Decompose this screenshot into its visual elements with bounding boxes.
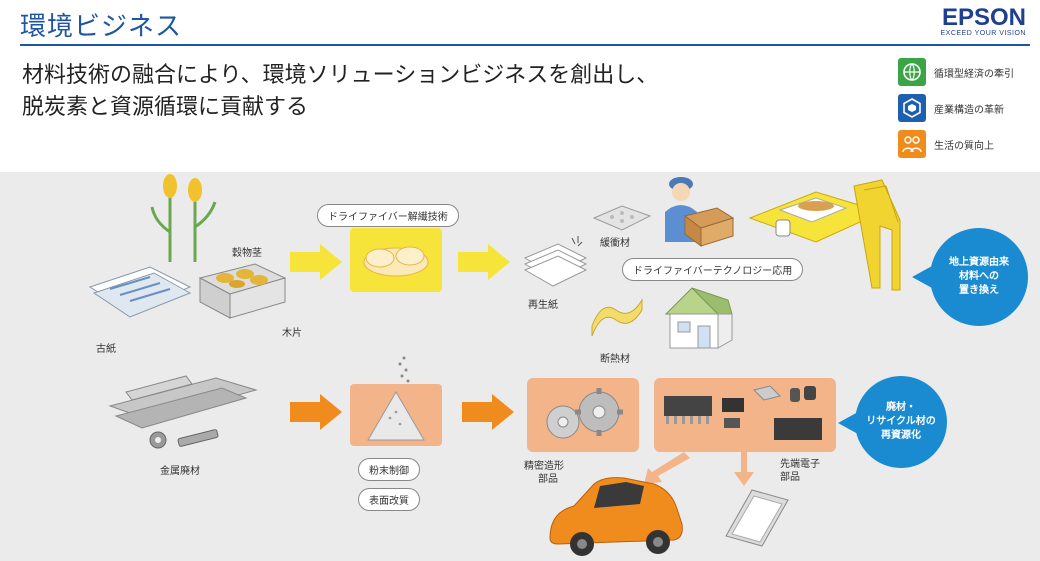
paper-stack-icon <box>88 266 192 318</box>
sdg-badges: 循環型経済の牽引 産業構造の革新 生活の質向上 <box>898 58 1014 166</box>
circle-resource-replacement: 地上資源由来 材料への 置き換え <box>930 228 1028 326</box>
label-cushion-material: 緩衝材 <box>600 238 630 249</box>
circle-text: 廃材・ <box>886 402 916 413</box>
label-text: 部品 <box>538 474 558 485</box>
label-metal-scrap: 金属廃材 <box>160 466 200 477</box>
headline: 材料技術の融合により、環境ソリューションビジネスを創出し、 脱炭素と資源循環に貢… <box>22 60 658 124</box>
hexagon-icon <box>898 94 926 122</box>
label-precision-parts: 精密造形 部品 <box>524 460 564 486</box>
house-icon <box>664 287 733 349</box>
label-insulation-material: 断熱材 <box>600 354 630 365</box>
logo-tagline: EXCEED YOUR VISION <box>940 30 1026 37</box>
arrow-right-icon <box>290 394 342 430</box>
badge-label: 循環型経済の牽引 <box>934 68 1014 80</box>
powder-process-box <box>350 384 442 446</box>
dry-fiber-box <box>350 228 442 292</box>
electronic-parts-box <box>654 378 836 452</box>
arrow-right-icon <box>462 394 514 430</box>
epson-logo: EPSON EXCEED YOUR VISION <box>940 4 1026 38</box>
arrow-right-icon <box>290 244 342 280</box>
chip-icon <box>664 385 822 440</box>
powder-cone-icon <box>367 391 425 441</box>
label-waste-paper: 古紙 <box>96 344 116 355</box>
precision-parts-box <box>527 378 639 452</box>
furniture-tray-icon <box>748 179 901 291</box>
circle-text: 地上資源由来 <box>949 257 1009 268</box>
badge-industry-innovation: 産業構造の革新 <box>898 94 1014 122</box>
tablet-icon <box>725 489 789 547</box>
label-grain-stalks: 穀物茎 <box>232 248 262 259</box>
cushion-material-icon <box>592 205 652 231</box>
worker-packing-icon <box>665 177 735 247</box>
arrow-right-icon <box>458 244 510 280</box>
wood-chip-box-icon <box>198 263 287 319</box>
powder-particles-icon <box>398 356 410 383</box>
label-text: 先端電子 <box>780 459 820 470</box>
people-icon <box>898 130 926 158</box>
label-wood-chips: 木片 <box>282 328 302 339</box>
grain-stalk-icon <box>150 174 217 262</box>
page-title: 環境ビジネス <box>20 12 183 42</box>
badge-circular-economy: 循環型経済の牽引 <box>898 58 1014 86</box>
pointer-triangle-icon <box>838 412 858 434</box>
circle-text: リサイクル材の <box>866 416 936 427</box>
fiber-cloud-icon <box>363 246 429 277</box>
label-recycled-paper: 再生紙 <box>528 300 558 311</box>
badge-quality-of-life: 生活の質向上 <box>898 130 1014 158</box>
metal-scrap-icon <box>108 375 258 449</box>
gear-icon <box>546 388 623 439</box>
label-text: 部品 <box>780 472 800 483</box>
headline-line-1: 材料技術の融合により、環境ソリューションビジネスを創出し、 <box>22 63 659 88</box>
label-dry-fiber-tech: ドライファイバーテクノロジー応用 <box>622 258 804 281</box>
logo-wordmark: EPSON <box>941 4 1026 31</box>
label-powder-control: 粉末制御 <box>358 458 420 481</box>
arrow-down-icon <box>734 452 754 486</box>
recycled-paper-icon <box>523 236 588 287</box>
label-surface-modification: 表面改質 <box>358 488 420 511</box>
label-text: 精密造形 <box>524 461 564 472</box>
label-electronic-parts: 先端電子 部品 <box>780 458 820 484</box>
insulation-material-icon <box>591 298 643 336</box>
diagram-stage: 古紙 穀物茎 木片 ドライファイバー解繊技術 再生紙 緩 <box>0 172 1040 561</box>
circle-text: 置き換え <box>959 285 999 296</box>
circle-recycling: 廃材・ リサイクル材の 再資源化 <box>855 376 947 468</box>
arrow-down-left-icon <box>644 452 690 484</box>
car-icon <box>549 477 683 556</box>
globe-icon <box>898 58 926 86</box>
headline-line-2: 脱炭素と資源循環に貢献する <box>22 95 309 120</box>
circle-text: 再資源化 <box>881 430 921 441</box>
header-divider <box>20 44 1030 46</box>
label-dry-fiber-process: ドライファイバー解繊技術 <box>317 204 459 227</box>
badge-label: 生活の質向上 <box>934 140 994 152</box>
circle-text: 材料への <box>959 271 999 282</box>
badge-label: 産業構造の革新 <box>934 104 1004 116</box>
pointer-triangle-icon <box>912 266 932 288</box>
